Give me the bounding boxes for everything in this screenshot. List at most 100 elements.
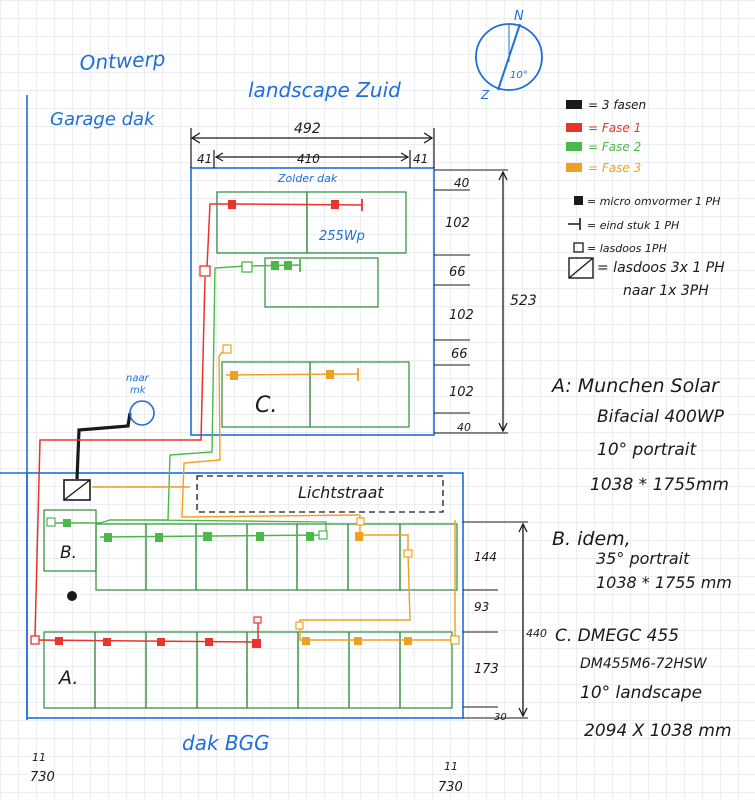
orange-micro-inverter-5 [354, 637, 362, 645]
junction-box-diagonal [63, 479, 91, 501]
roof-outlines: Zolder dak [0, 95, 464, 720]
green-micro-inverter-6 [203, 532, 212, 541]
orange-end-box [450, 635, 460, 645]
green-wire-down [99, 265, 246, 524]
junction-box-3x-icon-diagonal [568, 257, 594, 279]
orange-junction-box-d [295, 621, 304, 630]
dim-440: 440 [526, 627, 547, 640]
legend-micro-inverter: = micro omvormer 1 PH [587, 195, 720, 208]
dim-right-lower-1: 144 [474, 550, 497, 564]
ground-floor-roof-outline [26, 472, 464, 719]
dim-right-lower-4: 30 [494, 712, 507, 723]
panel-c-2 [306, 191, 407, 254]
green-micro-inverter-7 [256, 532, 264, 541]
dim-right-upper-3: 66 [449, 265, 466, 280]
legend-junction-box-3x-line2: naar 1x 3PH [623, 283, 709, 299]
corner-left-bottom: 730 [30, 770, 55, 785]
spec-b-line-3: 1038 * 1755 mm [596, 573, 732, 592]
spec-a-line-1: A: Munchen Solar [550, 375, 720, 397]
compass-z-label: Z [480, 88, 490, 102]
dim-41-right: 41 [413, 152, 428, 166]
green-micro-inverter-5 [155, 533, 163, 542]
three-phase-route [75, 412, 132, 480]
legend-phase-2: = Fase 2 [588, 140, 641, 154]
panel-power-label: 255Wp [319, 229, 365, 244]
green-micro-inverter-1 [271, 261, 279, 270]
green-end-box [318, 530, 328, 540]
phase-3-wiring [92, 344, 460, 645]
legend-swatch-phase-2 [566, 142, 582, 151]
orange-junction-box-b [356, 517, 365, 526]
phase-2-wiring [46, 259, 328, 542]
red-micro-inverter-2 [331, 200, 339, 209]
green-micro-inverter-2 [284, 261, 292, 270]
spec-a-line-4: 1038 * 1755mm [590, 475, 729, 495]
legend-phase-3: = Fase 3 [588, 161, 641, 175]
legend-swatch-phase-1 [566, 123, 582, 132]
roof-penetration-marker [67, 591, 77, 601]
red-wire-down [34, 276, 206, 637]
red-micro-inverter-7 [252, 639, 261, 648]
legend-junction-box-3x: = lasdoos 3x 1 PH [597, 260, 725, 276]
legend-phase-1: = Fase 1 [588, 121, 641, 135]
dimension-lines: 492 41 410 41 40 102 66 102 66 102 40 52… [30, 121, 547, 795]
skylight-label: Lichtstraat [298, 483, 384, 502]
orange-micro-inverter-1 [230, 371, 238, 380]
title-dak-bgg: dak BGG [182, 731, 270, 755]
green-micro-inverter-4 [104, 533, 112, 542]
dim-right-lower-3: 173 [474, 662, 499, 677]
title-landscape-zuid: landscape Zuid [248, 78, 401, 102]
panel-b-7 [399, 523, 458, 591]
red-micro-inverter-1 [228, 200, 236, 209]
red-junction-box [199, 265, 211, 277]
title-garage-dak: Garage dak [50, 109, 156, 130]
meter-cabinet-circle [129, 400, 155, 426]
roof-b-label: B. [60, 543, 77, 563]
dim-total-width-arrows [190, 132, 434, 144]
zolder-dak-label: Zolder dak [277, 172, 338, 185]
red-micro-inverter-6 [205, 638, 213, 646]
orange-string-attic [225, 373, 359, 376]
spec-a-line-2: Bifacial 400WP [597, 407, 725, 427]
dim-right-upper-2: 102 [445, 216, 470, 231]
dim-492: 492 [294, 121, 321, 137]
green-junction-box-b [46, 517, 56, 527]
compass: N Z 10° [475, 9, 543, 102]
dim-right-upper-1: 40 [454, 176, 470, 190]
junction-box-3x-icon [568, 257, 594, 279]
corner-right-top: 11 [444, 760, 458, 773]
dim-410: 410 [297, 152, 320, 166]
orange-micro-inverter-2 [326, 370, 334, 379]
dim-mid-arrows [214, 152, 410, 162]
red-small-box [253, 616, 262, 624]
orange-micro-inverter-6 [404, 637, 412, 645]
naar-mk-label-1: naar [126, 373, 150, 384]
attic-roof-outline [190, 167, 435, 436]
roof-a-label: A. [57, 667, 78, 689]
three-phase-cable: naar mk [63, 373, 155, 501]
red-string-a [34, 639, 259, 643]
dim-440-arrows [518, 522, 528, 718]
green-micro-inverter-3 [63, 519, 71, 527]
skylight: Lichtstraat [196, 475, 444, 513]
title-ontwerp: Ontwerp [79, 47, 166, 75]
green-junction-box [241, 261, 253, 273]
junction-box-icon [573, 242, 584, 253]
green-wire-b [50, 522, 100, 524]
dim-right-upper-5: 66 [451, 347, 468, 362]
panel-c-3 [264, 257, 379, 308]
dim-right-upper-7: 40 [457, 421, 471, 434]
orange-junction-box-c [403, 549, 413, 558]
legend-junction-box: = lasdoos 1PH [587, 242, 667, 255]
panel-a-8 [399, 631, 453, 709]
naar-mk-label-2: mk [130, 385, 147, 396]
legend-swatch-phase-3 [566, 163, 582, 172]
dim-right-upper-4: 102 [449, 308, 474, 323]
dim-523: 523 [510, 293, 537, 309]
dim-41-left: 41 [197, 152, 212, 166]
panel-specifications: A: Munchen Solar Bifacial 400WP 10° port… [550, 375, 732, 741]
spec-c-line-4: 2094 X 1038 mm [584, 721, 732, 741]
red-micro-inverter-3 [55, 637, 63, 645]
skylight-outline [196, 475, 444, 513]
